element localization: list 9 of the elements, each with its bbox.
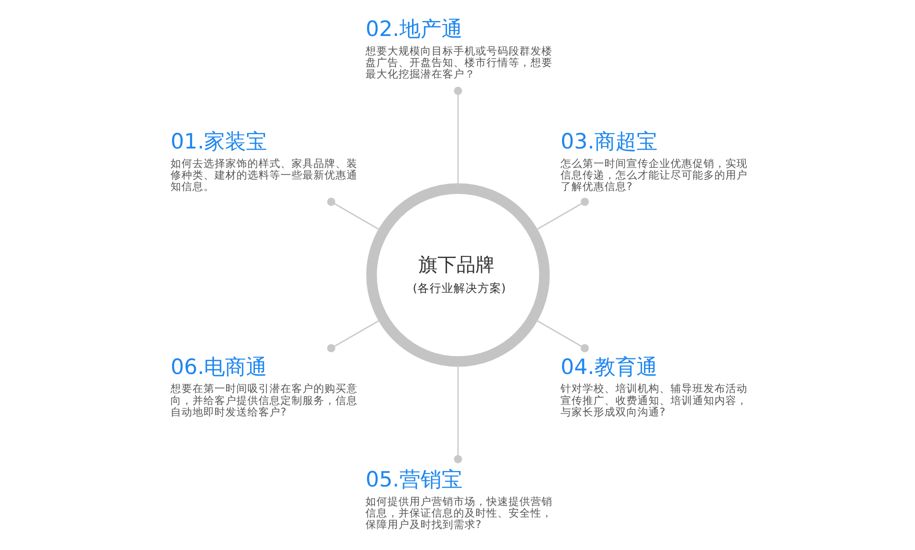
node-text: 02.地产通 想要大规模向目标手机或号码段群发楼盘广告、开盘告知、楼市行情等，想要最大化挖掘潜在客户？ (365, 16, 552, 80)
connector (326, 198, 382, 232)
node-circle: 旗下品牌 (各行业解决方案) (366, 183, 550, 367)
node-text: 04.教育通 针对学校、培训机构、辅导班发布活动宣传推广、收费通知、培训通知内容，与家长形成双向沟通? (560, 354, 748, 418)
node-text: 06.电商通 想要在第一时间吸引潜在客户的购买意向，并给客户提供信息定制服务，信息自动地即时发送给客户? (170, 354, 358, 418)
node-text: 01.家装宝 如何去选择家饰的样式、家具品牌、装修种类、建材的选料等一些最新优惠通知信息。 (170, 128, 358, 194)
connector (326, 318, 382, 352)
node-text: 03.商超宝 怎么第一时间宣传企业优惠促销，实现信息传递，怎么才能让尽可能多的用户了解优惠信息? (560, 128, 748, 194)
node-text: 05.营销宝 如何提供用户营销市场，快速提供营销信息，并保证信息的及时性、安全性，保障用户及时找到需求? (365, 466, 552, 531)
